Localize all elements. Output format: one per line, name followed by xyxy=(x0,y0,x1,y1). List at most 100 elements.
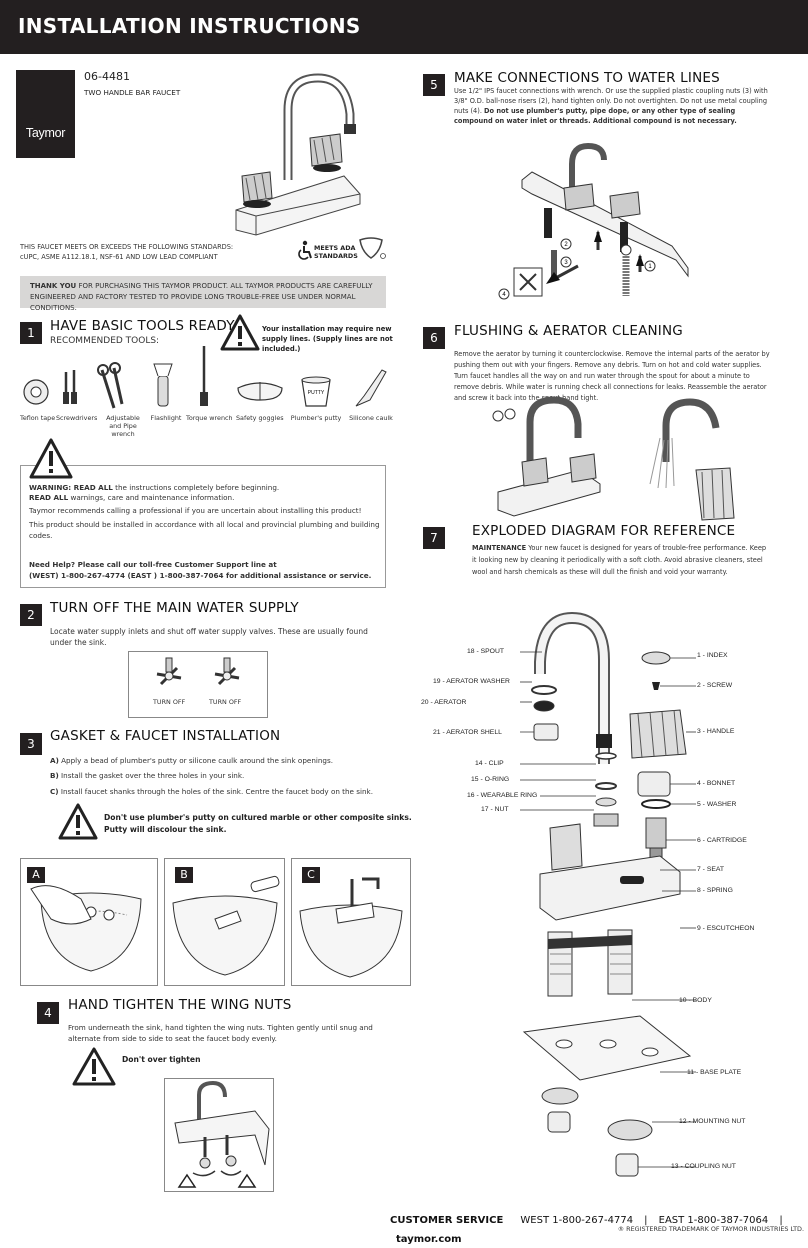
part-label-washer: 5 - WASHER xyxy=(697,801,737,808)
warning-icon xyxy=(29,438,73,479)
step-6-number: 6 xyxy=(423,327,445,349)
step-3-a: A) Apply a bead of plumber's putty or si… xyxy=(50,756,334,765)
step-7-number: 7 xyxy=(423,527,445,549)
part-label-aerator-washer: 19 - AERATOR WASHER xyxy=(433,678,510,685)
tool-label-flashlight: Flashlight xyxy=(150,414,182,422)
step-1-subtitle: RECOMMENDED TOOLS: xyxy=(50,336,160,346)
step-1-number: 1 xyxy=(20,322,42,344)
tool-label-screwdrivers: Screwdrivers xyxy=(56,414,98,422)
footer-customer-service: CUSTOMER SERVICE WEST 1-800-267-4774 | E… xyxy=(390,1208,804,1246)
tool-label-torque-wrench: Torque wrench xyxy=(186,414,233,422)
ada-standards: MEETS ADA STANDARDS xyxy=(314,244,358,260)
footer-west-phone: WEST 1-800-267-4774 xyxy=(520,1215,634,1226)
step-6-title: FLUSHING & AERATOR CLEANING xyxy=(454,323,683,339)
part-label-screw: 2 - SCREW xyxy=(697,682,733,689)
tool-label-silicone-caulk: Silicone caulk xyxy=(349,414,393,422)
logo-text: Taymor xyxy=(25,126,66,140)
marble-warning: Don't use plumber's putty on cultured ma… xyxy=(104,813,412,834)
part-label-coupling-nut: 13 - COUPLING NUT xyxy=(671,1163,736,1170)
brand-logo: Taymor xyxy=(16,70,75,158)
page-header: INSTALLATION INSTRUCTIONS xyxy=(0,0,808,54)
tool-label-teflon-tape: Teflon tape xyxy=(20,414,56,422)
install-gasket-illustration xyxy=(172,875,280,976)
thanks-text: FOR PURCHASING THIS TAYMOR PRODUCT. ALL … xyxy=(30,282,373,312)
page-title: INSTALLATION INSTRUCTIONS xyxy=(18,14,361,38)
callout-3: 3 xyxy=(564,260,568,266)
general-warning-box: WARNING: READ ALL the instructions compl… xyxy=(20,438,386,588)
footer-separator: | xyxy=(644,1215,648,1226)
step-2-title: TURN OFF THE MAIN WATER SUPPLY xyxy=(50,600,299,616)
warning-line-2: READ ALL warnings, care and maintenance … xyxy=(29,493,235,502)
install-shanks-illustration xyxy=(299,877,403,978)
panel-b-letter: B xyxy=(175,867,193,883)
panel-c: C xyxy=(291,858,411,986)
part-label-handle: 3 - HANDLE xyxy=(697,728,735,735)
product-name: TWO HANDLE BAR FAUCET xyxy=(84,88,181,97)
apply-putty-illustration xyxy=(30,885,142,972)
customer-support-numbers: (WEST) 1-800-267-4774 (EAST ) 1-800-387-… xyxy=(29,571,372,580)
hero-faucet-illustration xyxy=(235,73,361,236)
shutoff-valves-illustration xyxy=(156,657,240,686)
need-help-line: Need Help? Please call our toll-free Cus… xyxy=(29,560,277,569)
supply-lines-note: Your installation may require new supply… xyxy=(262,325,393,353)
step-7-title: EXPLODED DIAGRAM FOR REFERENCE xyxy=(472,523,736,539)
accessibility-icon xyxy=(298,240,312,260)
warning-line-3: Taymor recommends calling a professional… xyxy=(29,506,362,515)
tool-label-safety-goggles: Safety goggles xyxy=(236,414,284,422)
part-label-bonnet: 4 - BONNET xyxy=(697,780,736,787)
step-5-text: Use 1/2" IPS faucet connections with wre… xyxy=(454,87,768,125)
footer-separator: | xyxy=(779,1215,783,1226)
shutoff-valve-figure: TURN OFF TURN OFF xyxy=(128,651,268,718)
wing-nuts-figure xyxy=(164,1078,274,1192)
footer-website-link[interactable]: taymor.com xyxy=(396,1234,462,1245)
warning-line-4: This product should be installed in acco… xyxy=(29,520,380,540)
csa-certification-icon xyxy=(359,237,386,259)
step-5-number: 5 xyxy=(423,74,445,96)
part-label-o-ring: 15 - O-RING xyxy=(471,776,510,783)
step-3-c: C) Install faucet shanks through the hol… xyxy=(50,787,374,796)
part-label-spring: 8 - SPRING xyxy=(697,887,733,894)
warning-icon xyxy=(58,803,98,840)
callout-4: 4 xyxy=(502,292,506,298)
part-label-escutcheon: 9 - ESCUTCHEON xyxy=(697,925,755,932)
step-3-number: 3 xyxy=(20,733,42,755)
warning-icon xyxy=(72,1047,116,1086)
step-1-title: HAVE BASIC TOOLS READY xyxy=(50,318,235,334)
part-label-wearable-ring: 16 - WEARABLE RING xyxy=(467,792,538,799)
part-label-body: 10 - BODY xyxy=(679,997,712,1004)
part-label-clip: 14 - CLIP xyxy=(475,760,504,767)
step-7-text: MAINTENANCE Your new faucet is designed … xyxy=(472,544,767,576)
callout-1: 1 xyxy=(648,264,652,270)
step-2-text: Locate water supply inlets and shut off … xyxy=(50,627,368,647)
part-label-aerator: 20 - AERATOR xyxy=(421,699,467,706)
panel-a: A xyxy=(20,858,158,986)
part-label-nut: 17 - NUT xyxy=(481,806,509,813)
model-number: 06-4481 xyxy=(84,70,130,83)
part-label-seat: 7 - SEAT xyxy=(697,866,725,873)
part-label-base-plate: 11 - BASE PLATE xyxy=(687,1069,742,1076)
step-5-title: MAKE CONNECTIONS TO WATER LINES xyxy=(454,70,720,86)
footer-east-phone: EAST 1-800-387-7064 xyxy=(658,1215,769,1226)
part-label-aerator-shell: 21 - AERATOR SHELL xyxy=(433,729,502,736)
tool-label-wrench: Adjustable and Pipe wrench xyxy=(106,414,140,438)
footer-trademark: ® REGISTERED TRADEMARK OF TAYMOR INDUSTR… xyxy=(617,1225,804,1233)
panel-b: B xyxy=(164,858,285,986)
exploded-parts-diagram xyxy=(520,611,696,1177)
step-3-title: GASKET & FAUCET INSTALLATION xyxy=(50,728,281,744)
step-4-title: HAND TIGHTEN THE WING NUTS xyxy=(68,997,292,1013)
standards-line2: cUPC, ASME A112.18.1, NSF-61 AND LOW LEA… xyxy=(20,253,218,261)
part-label-index: 1 - INDEX xyxy=(697,652,728,659)
standards-line1: THIS FAUCET MEETS OR EXCEEDS THE FOLLOWI… xyxy=(20,243,234,251)
over-tighten-warning: Don't over tighten xyxy=(122,1055,201,1064)
part-label-mounting-nut: 12 - MOUNTING NUT xyxy=(679,1118,746,1125)
warning-icon xyxy=(220,314,260,351)
turn-off-label-right: TURN OFF xyxy=(209,698,242,706)
footer-cs-label: CUSTOMER SERVICE xyxy=(390,1215,504,1226)
putty-label: PUTTY xyxy=(308,390,325,396)
turn-off-label-left: TURN OFF xyxy=(153,698,186,706)
tools-illustration: PUTTY xyxy=(23,346,387,409)
panel-c-letter: C xyxy=(302,867,320,883)
step-3-b: B) Install the gasket over the three hol… xyxy=(50,771,245,780)
thanks-lead: THANK YOU xyxy=(30,282,77,290)
step-2-number: 2 xyxy=(20,604,42,626)
